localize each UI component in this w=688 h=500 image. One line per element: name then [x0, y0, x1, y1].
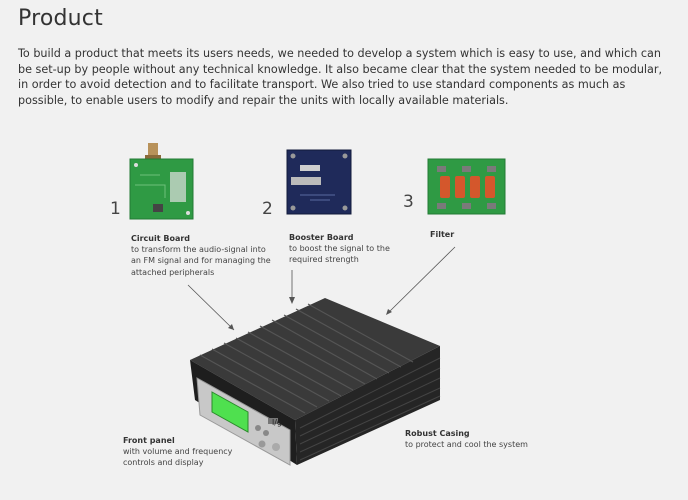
filter-caption: Filter — [430, 229, 510, 240]
booster-board-caption: Booster Board to boost the signal to the… — [289, 232, 399, 266]
robust-casing-caption: Robust Casing to protect and cool the sy… — [405, 428, 555, 450]
front-panel-image — [196, 377, 291, 466]
caption-title: Booster Board — [289, 233, 354, 242]
page-title: Product — [18, 6, 103, 31]
caption-title: Front panel — [123, 436, 175, 445]
callout-arrows — [187, 246, 456, 331]
component-number-1: 1 — [110, 199, 121, 219]
caption-title: Robust Casing — [405, 429, 470, 438]
circuit-board-image — [129, 143, 194, 220]
caption-desc: with volume and frequency controls and d… — [123, 447, 233, 468]
component-number-2: 2 — [262, 199, 273, 219]
booster-board-image — [286, 149, 352, 215]
circuit-board-caption: Circuit Board to transform the audio-sig… — [131, 233, 271, 278]
component-number-3: 3 — [403, 192, 414, 212]
caption-desc: to boost the signal to the required stre… — [289, 244, 390, 265]
filter-board-image — [427, 158, 506, 215]
caption-title: Filter — [430, 230, 455, 239]
caption-desc: to protect and cool the system — [405, 440, 528, 450]
intro-paragraph: To build a product that meets its users … — [18, 47, 663, 107]
front-panel-caption: Front panel with volume and frequency co… — [123, 435, 243, 469]
panel-label: l/g — [272, 418, 282, 427]
caption-title: Circuit Board — [131, 234, 191, 243]
caption-desc: to transform the audio-signal into an FM… — [131, 245, 271, 277]
